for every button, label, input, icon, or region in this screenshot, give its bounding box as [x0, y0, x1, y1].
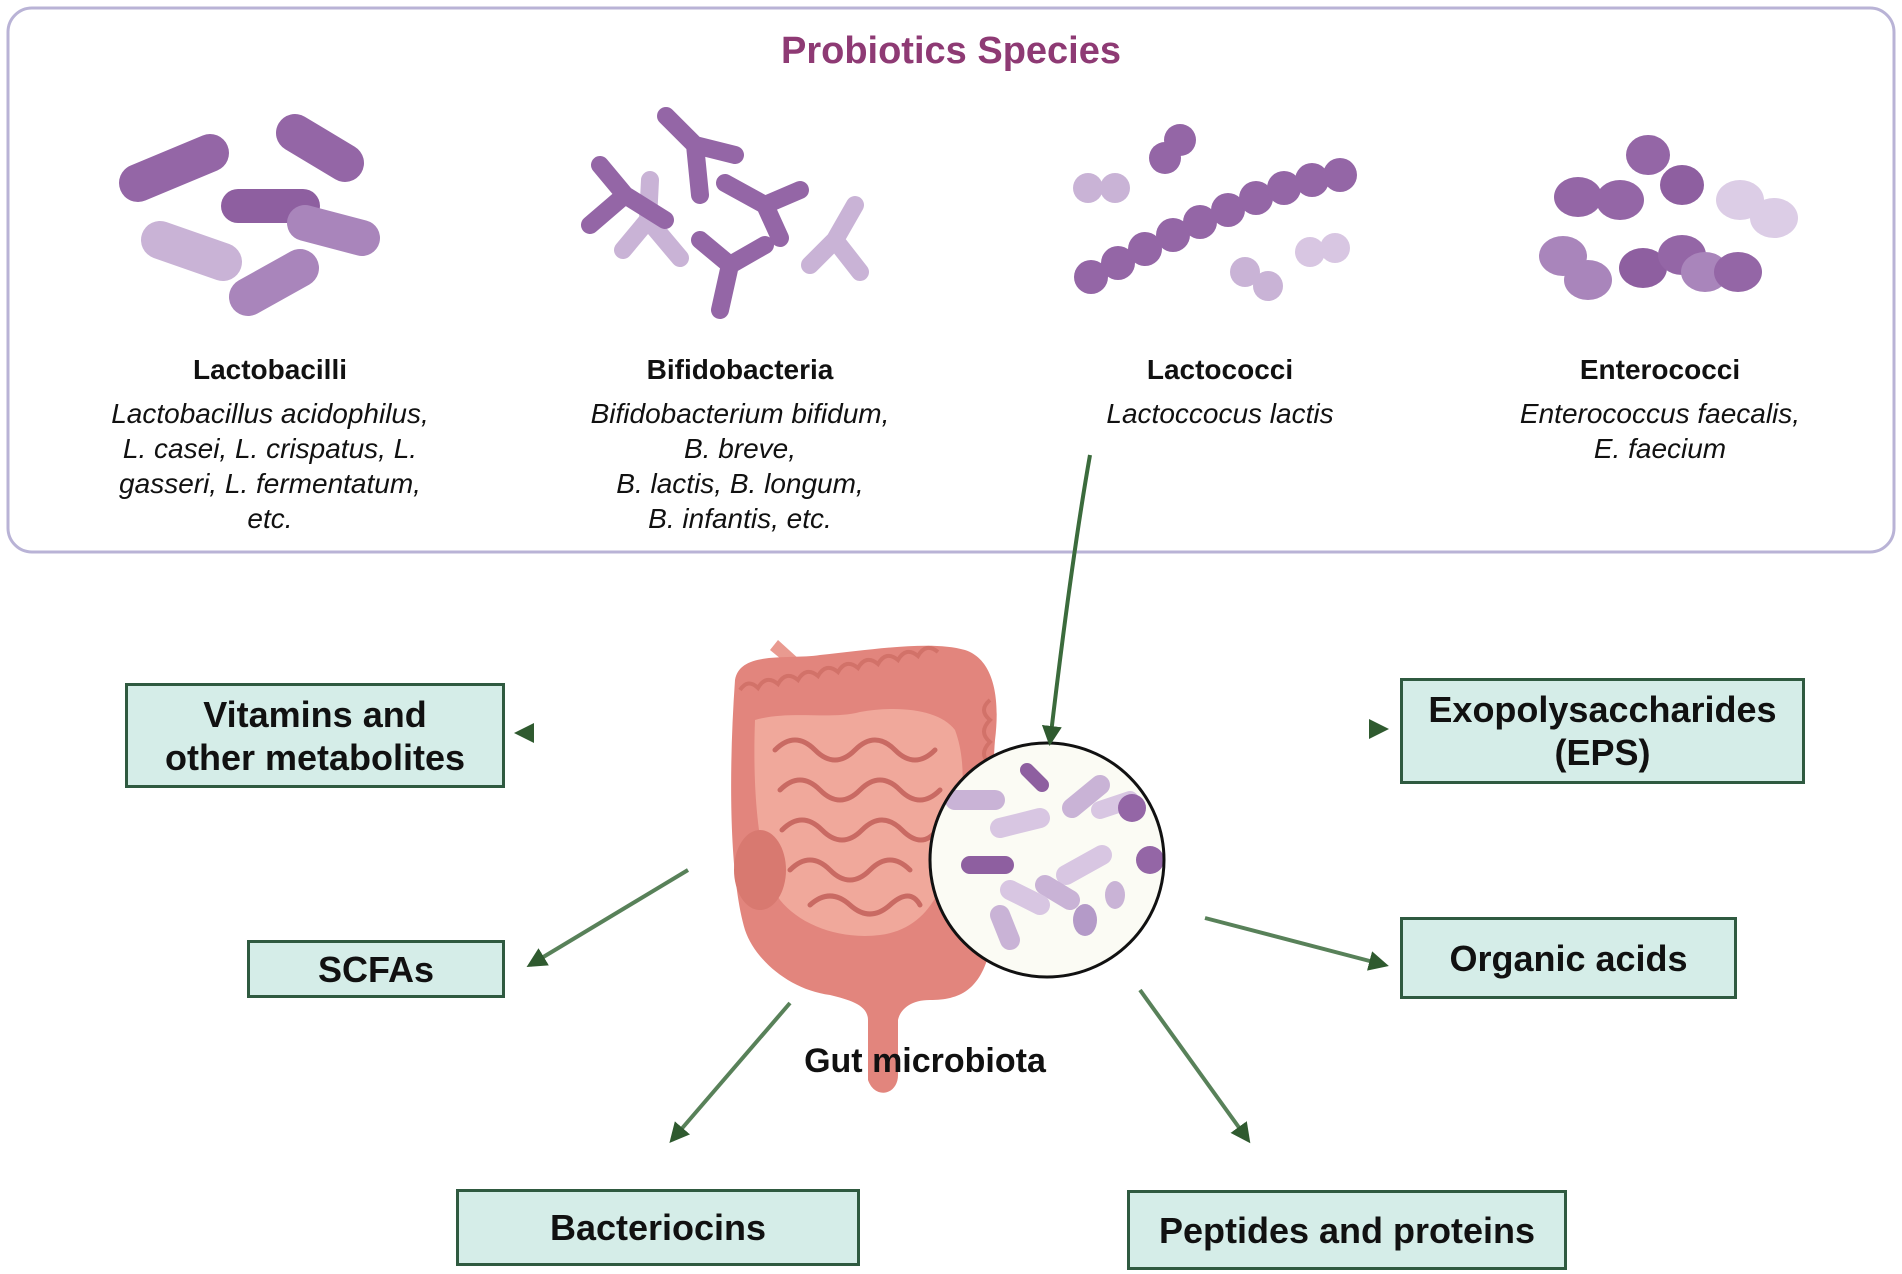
arrows [514, 454, 1389, 1144]
coccus-chain-icon [1073, 124, 1357, 301]
microbiota-lens-icon [928, 741, 1166, 979]
gut-microbiota-label: Gut microbiota [804, 1042, 1046, 1080]
species-line: Bifidobacterium bifidum, [590, 398, 890, 429]
output-label: Vitamins and [203, 693, 427, 735]
output-label: Bacteriocins [549, 1207, 767, 1248]
diplococci-icon [1539, 135, 1798, 300]
output-label: Peptides and proteins [1158, 1209, 1536, 1251]
output-label: other metabolites [164, 736, 466, 778]
output-label: Organic acids [1449, 937, 1688, 979]
intestine-icon [731, 640, 997, 1093]
arrow-to-peptides [1138, 988, 1251, 1144]
species-list: Bifidobacterium bifidum, B. breve, B. la… [530, 396, 950, 536]
species-line: B. lactis, B. longum, [616, 468, 864, 499]
output-vitamins-box: Vitamins and other metabolites [125, 683, 505, 788]
species-line: Enterococcus faecalis, [1519, 398, 1801, 429]
species-lactococci: Lactococci Lactoccocus lactis [1010, 354, 1430, 431]
output-scfas-box: SCFAs [247, 940, 505, 998]
species-line: E. faecium [1593, 433, 1727, 464]
species-list: Enterococcus faecalis, E. faecium [1450, 396, 1870, 466]
species-line: etc. [247, 503, 293, 534]
species-line: Lactobacillus acidophilus, [111, 398, 429, 429]
species-line: Lactoccocus lactis [1106, 398, 1334, 429]
species-bifidobacteria: Bifidobacteria Bifidobacterium bifidum, … [530, 354, 950, 536]
output-organic-acids-box: Organic acids [1400, 917, 1737, 999]
rod-bacteria-icon [119, 114, 380, 316]
species-enterococci: Enterococci Enterococcus faecalis, E. fa… [1450, 354, 1870, 466]
arrow-to-organic-acids [1204, 916, 1389, 971]
species-list: Lactoccocus lactis [1010, 396, 1430, 431]
genus-label: Enterococci [1579, 354, 1741, 385]
genus-label: Bifidobacteria [646, 354, 834, 385]
species-line: B. breve, [683, 433, 797, 464]
species-line: L. casei, L. crispatus, L. [122, 433, 418, 464]
species-line: gasseri, L. fermentatum, [119, 468, 421, 499]
probiotics-to-gut-arrow [1041, 454, 1092, 746]
species-lactobacilli: Lactobacilli Lactobacillus acidophilus, … [60, 354, 480, 536]
species-line: B. infantis, etc. [648, 503, 832, 534]
species-list: Lactobacillus acidophilus, L. casei, L. … [60, 396, 480, 536]
branched-bacteria-icon [581, 107, 869, 319]
output-label: SCFAs [317, 948, 435, 990]
output-label: (EPS) [1554, 732, 1651, 773]
arrow-to-bacteriocins [669, 1001, 792, 1144]
output-peptides-box: Peptides and proteins [1127, 1190, 1567, 1270]
diagram-title: Probiotics Species [780, 30, 1121, 72]
genus-label: Lactobacilli [192, 354, 348, 385]
arrow-to-scfas [526, 868, 690, 968]
output-label: Exopolysaccharides [1428, 689, 1777, 730]
species-panel-border [6, 6, 1896, 554]
output-bacteriocins-box: Bacteriocins [456, 1189, 860, 1266]
output-eps-box: Exopolysaccharides (EPS) [1400, 678, 1805, 784]
genus-label: Lactococci [1146, 354, 1294, 385]
